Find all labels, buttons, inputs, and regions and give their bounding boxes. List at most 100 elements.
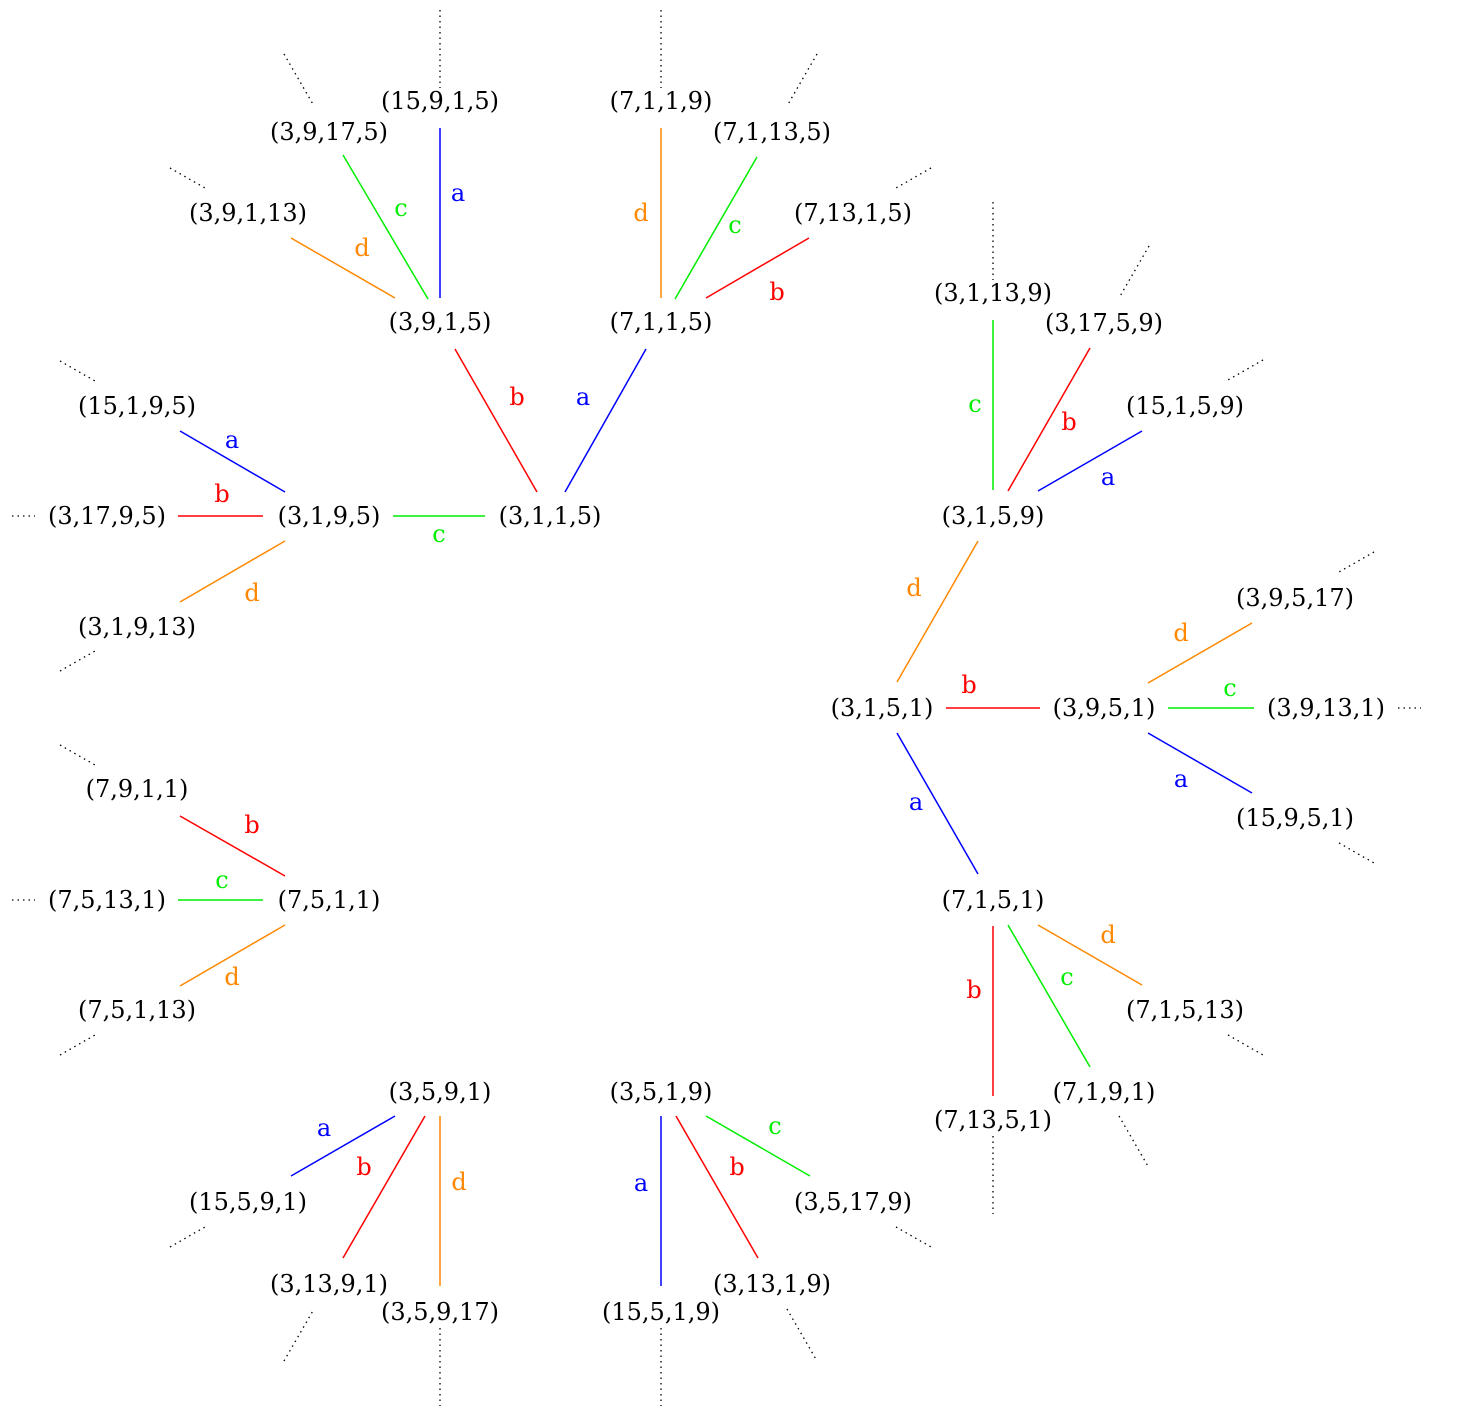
node-39131: (3,9,13,1) bbox=[1267, 694, 1385, 722]
edge-label-3519-35179: c bbox=[768, 1112, 781, 1140]
node-31391: (3,13,9,1) bbox=[270, 1270, 388, 1298]
edge-label-3195-31913: d bbox=[244, 579, 259, 607]
continuation-71135 bbox=[786, 53, 818, 107]
edge-label-7115-7119: d bbox=[633, 199, 648, 227]
edge-label-7511-75131: c bbox=[215, 866, 228, 894]
node-15195: (15,1,9,5) bbox=[78, 392, 196, 420]
edge-3591-31391 bbox=[342, 1115, 426, 1259]
continuation-15591 bbox=[169, 1226, 206, 1248]
edge-label-3519-31319: b bbox=[729, 1153, 744, 1181]
node-3915: (3,9,1,5) bbox=[389, 308, 492, 336]
edge-label-3915-15915: a bbox=[451, 179, 465, 207]
continuation-39517 bbox=[1338, 551, 1375, 573]
continuation-31391 bbox=[283, 1308, 315, 1362]
continuation-35179 bbox=[895, 1226, 932, 1248]
node-71135: (7,1,13,5) bbox=[713, 118, 831, 146]
node-75113: (7,5,1,13) bbox=[78, 996, 196, 1024]
node-3159: (3,1,5,9) bbox=[942, 502, 1045, 530]
node-71513: (7,1,5,13) bbox=[1126, 996, 1244, 1024]
edge-label-3159-15159: a bbox=[1101, 463, 1115, 491]
edge-label-3591-35917: d bbox=[451, 1168, 466, 1196]
continuation-dots bbox=[12, 10, 1421, 1406]
node-15519: (15,5,1,9) bbox=[602, 1298, 720, 1326]
edge-label-7511-7911: b bbox=[244, 811, 259, 839]
edge-3151-7151 bbox=[896, 732, 979, 875]
node-3591: (3,5,9,1) bbox=[389, 1078, 492, 1106]
node-31759: (3,17,5,9) bbox=[1045, 309, 1163, 337]
node-7191: (7,1,9,1) bbox=[1053, 1078, 1156, 1106]
continuation-31319 bbox=[786, 1308, 818, 1362]
edge-3195-15195 bbox=[179, 430, 286, 493]
edge-3115-7115 bbox=[564, 348, 647, 493]
edge-7115-71315 bbox=[705, 237, 810, 299]
edge-3951-15951 bbox=[1147, 732, 1253, 794]
continuation-71513 bbox=[1227, 1034, 1264, 1056]
edge-7151-7191 bbox=[1007, 924, 1091, 1068]
node-15159: (15,1,5,9) bbox=[1126, 392, 1244, 420]
edge-label-3151-3951: b bbox=[961, 671, 976, 699]
node-31913: (3,1,9,13) bbox=[78, 613, 196, 641]
edge-3151-3159 bbox=[896, 540, 979, 683]
edge-label-7115-71315: b bbox=[769, 278, 784, 306]
edge-7115-71135 bbox=[674, 156, 758, 300]
continuation-7191 bbox=[1118, 1115, 1150, 1169]
node-35917: (3,5,9,17) bbox=[381, 1298, 499, 1326]
node-31139: (3,1,13,9) bbox=[934, 279, 1052, 307]
edge-label-3115-3915: b bbox=[509, 383, 524, 411]
edge-3519-31319 bbox=[675, 1115, 759, 1259]
continuation-15951 bbox=[1338, 842, 1375, 864]
node-31319: (3,13,1,9) bbox=[713, 1270, 831, 1298]
continuation-15195 bbox=[59, 360, 96, 382]
edge-label-3951-15951: a bbox=[1174, 765, 1188, 793]
continuation-39175 bbox=[283, 53, 315, 107]
edge-label-3915-39113: d bbox=[354, 234, 369, 262]
edge-label-7151-7191: c bbox=[1060, 963, 1073, 991]
node-7511: (7,5,1,1) bbox=[278, 886, 381, 914]
edge-label-3151-7151: a bbox=[909, 788, 923, 816]
node-3151: (3,1,5,1) bbox=[831, 694, 934, 722]
edge-3519-35179 bbox=[705, 1115, 811, 1177]
edge-label-3195-15195: a bbox=[225, 426, 239, 454]
edge-label-3195-31795: b bbox=[214, 480, 229, 508]
edge-7511-7911 bbox=[179, 815, 286, 877]
edge-3159-31759 bbox=[1007, 347, 1091, 492]
node-15915: (15,9,1,5) bbox=[381, 87, 499, 115]
edge-label-7115-71135: c bbox=[728, 211, 741, 239]
edge-3115-3915 bbox=[454, 348, 538, 493]
node-39175: (3,9,17,5) bbox=[270, 118, 388, 146]
edge-label-3591-15591: a bbox=[317, 1114, 331, 1142]
continuation-39113 bbox=[169, 167, 206, 189]
node-7115: (7,1,1,5) bbox=[610, 308, 713, 336]
edge-3915-39175 bbox=[342, 154, 429, 300]
node-3115: (3,1,1,5) bbox=[499, 502, 602, 530]
node-31795: (3,17,9,5) bbox=[48, 502, 166, 530]
edge-3159-15159 bbox=[1037, 430, 1143, 492]
edge-label-3115-7115: a bbox=[576, 383, 590, 411]
node-3951: (3,9,5,1) bbox=[1053, 694, 1156, 722]
node-75131: (7,5,13,1) bbox=[48, 886, 166, 914]
edge-labels: b a c a c d d c b a b d d b a c b a d c … bbox=[214, 179, 1236, 1197]
edge-label-3951-39131: c bbox=[1223, 674, 1236, 702]
node-39113: (3,9,1,13) bbox=[189, 199, 307, 227]
node-3195: (3,1,9,5) bbox=[278, 502, 381, 530]
node-7151: (7,1,5,1) bbox=[942, 886, 1045, 914]
node-15951: (15,9,5,1) bbox=[1236, 804, 1354, 832]
edge-label-3159-31759: b bbox=[1061, 408, 1076, 436]
edge-3591-15591 bbox=[290, 1115, 396, 1177]
edge-label-3591-31391: b bbox=[356, 1153, 371, 1181]
edge-label-3915-39175: c bbox=[394, 194, 407, 222]
node-7119: (7,1,1,9) bbox=[610, 87, 713, 115]
continuation-31913 bbox=[59, 650, 96, 672]
edge-label-7151-71351: b bbox=[966, 976, 981, 1004]
continuation-31759 bbox=[1118, 245, 1150, 299]
node-71315: (7,13,1,5) bbox=[794, 199, 912, 227]
edge-3951-39517 bbox=[1147, 622, 1253, 684]
edge-3915-39113 bbox=[290, 237, 396, 299]
edge-7511-75113 bbox=[179, 924, 286, 987]
continuation-75113 bbox=[59, 1034, 96, 1056]
node-71351: (7,13,5,1) bbox=[934, 1106, 1052, 1134]
continuation-15159 bbox=[1227, 359, 1264, 381]
continuation-7911 bbox=[59, 744, 96, 766]
edge-7151-71513 bbox=[1037, 924, 1143, 986]
